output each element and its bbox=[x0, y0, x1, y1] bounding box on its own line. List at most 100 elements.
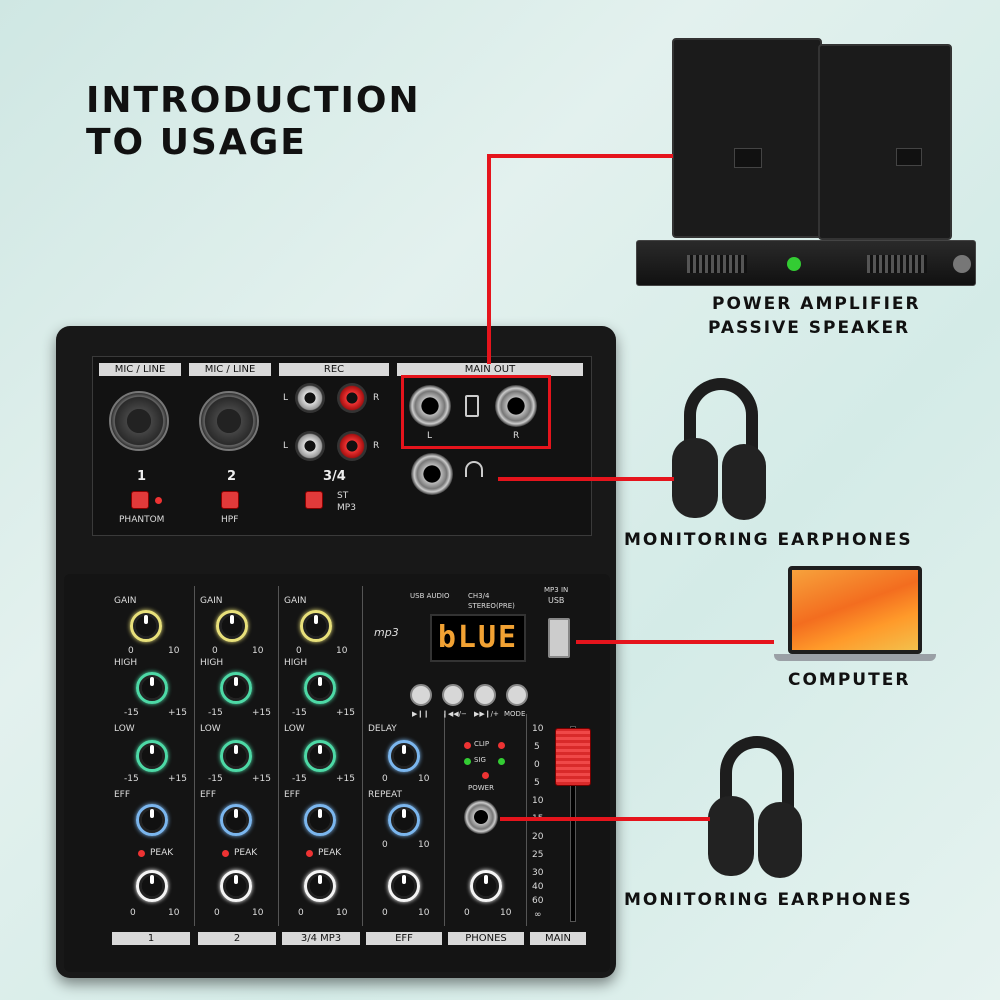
mixer-front-panel: GAIN 0 10 HIGH -15 +15 LOW -15 +15 EFF P… bbox=[64, 574, 610, 972]
delay-knob[interactable] bbox=[388, 740, 420, 772]
rca-label-r-top: R bbox=[373, 393, 380, 403]
mode-label: MODE bbox=[504, 710, 526, 718]
ch34-low-knob[interactable] bbox=[304, 740, 336, 772]
ch34-peak-label: PEAK bbox=[318, 848, 342, 858]
ch1-gain-min: 0 bbox=[128, 646, 134, 656]
phantom-button[interactable] bbox=[131, 491, 149, 509]
bottom-label-1: 1 bbox=[112, 932, 190, 945]
hpf-button[interactable] bbox=[221, 491, 239, 509]
clip-label: CLIP bbox=[474, 740, 490, 748]
ch1-volume-knob[interactable] bbox=[136, 870, 168, 902]
usb-port[interactable] bbox=[548, 618, 570, 658]
headphone-icon-small bbox=[465, 461, 483, 477]
line-main-out-top bbox=[487, 154, 673, 158]
fader-scale-10: 60 bbox=[532, 896, 544, 906]
ch2-gain-knob[interactable] bbox=[216, 610, 248, 642]
ch34-rca-right[interactable] bbox=[337, 431, 367, 461]
fader-scale-11: ∞ bbox=[534, 910, 542, 920]
eff-master-knob[interactable] bbox=[388, 870, 420, 902]
fader-scale-0: 10 bbox=[532, 724, 544, 734]
repeat-min: 0 bbox=[382, 840, 388, 850]
headphones-icon-2 bbox=[706, 732, 806, 882]
ch2-low-knob[interactable] bbox=[220, 740, 252, 772]
ch34-vol-min: 0 bbox=[298, 908, 304, 918]
led-display: bLUE bbox=[430, 614, 526, 662]
phantom-led bbox=[155, 497, 162, 504]
sig-led bbox=[464, 758, 471, 765]
ch1-eff-label: EFF bbox=[114, 790, 131, 800]
rec-rca-left[interactable] bbox=[295, 383, 325, 413]
ch1-low-min: -15 bbox=[124, 774, 139, 784]
sig-led-2 bbox=[498, 758, 505, 765]
ch2-eff-knob[interactable] bbox=[220, 804, 252, 836]
mp3-in-label: MP3 IN bbox=[544, 586, 569, 594]
xlr-input-1[interactable] bbox=[109, 391, 169, 451]
main-out-label-l: L bbox=[427, 431, 433, 441]
ch34-high-label: HIGH bbox=[284, 658, 308, 668]
power-amplifier bbox=[636, 240, 976, 286]
phones-front-jack[interactable] bbox=[464, 800, 498, 834]
ch2-vol-min: 0 bbox=[214, 908, 220, 918]
ch1-high-knob[interactable] bbox=[136, 672, 168, 704]
rec-rca-right[interactable] bbox=[337, 383, 367, 413]
clip-led bbox=[464, 742, 471, 749]
ch2-high-max: +15 bbox=[252, 708, 271, 718]
ch34-high-max: +15 bbox=[336, 708, 355, 718]
page-title: INTRODUCTION TO USAGE bbox=[86, 80, 486, 164]
ch2-gain-min: 0 bbox=[212, 646, 218, 656]
ch34-gain-knob[interactable] bbox=[300, 610, 332, 642]
ch34-volume-knob[interactable] bbox=[304, 870, 336, 902]
ch2-volume-knob[interactable] bbox=[220, 870, 252, 902]
ch1-eff-knob[interactable] bbox=[136, 804, 168, 836]
next-label: ▶▶❙/+ bbox=[474, 710, 499, 718]
xlr-input-2[interactable] bbox=[199, 391, 259, 451]
ch34-rca-left[interactable] bbox=[295, 431, 325, 461]
play-pause-label: ▶❙❙ bbox=[412, 710, 430, 718]
st-mp3-button[interactable] bbox=[305, 491, 323, 509]
rca-label-l-top: L bbox=[283, 393, 289, 403]
main-fader-handle[interactable] bbox=[555, 728, 591, 786]
prev-button[interactable] bbox=[442, 684, 464, 706]
line-main-out-up bbox=[487, 154, 491, 364]
ch2-eff-label: EFF bbox=[200, 790, 217, 800]
rca-label-l-bottom: L bbox=[283, 441, 289, 451]
phones-vol-max: 10 bbox=[500, 908, 512, 918]
ch1-low-knob[interactable] bbox=[136, 740, 168, 772]
ch34-eff-knob[interactable] bbox=[304, 804, 336, 836]
phones-volume-knob[interactable] bbox=[470, 870, 502, 902]
mixer-top-panel: MIC / LINE MIC / LINE REC MAIN OUT 1 2 P… bbox=[92, 356, 592, 536]
ch2-peak-led bbox=[222, 850, 229, 857]
power-label: POWER bbox=[468, 784, 494, 792]
eff-master-max: 10 bbox=[418, 908, 430, 918]
main-out-left-jack[interactable] bbox=[409, 385, 451, 427]
mode-button[interactable] bbox=[506, 684, 528, 706]
ch2-high-knob[interactable] bbox=[220, 672, 252, 704]
repeat-knob[interactable] bbox=[388, 804, 420, 836]
ch34-low-label: LOW bbox=[284, 724, 305, 734]
power-amp-caption-2: PASSIVE SPEAKER bbox=[708, 318, 911, 338]
main-out-right-jack[interactable] bbox=[495, 385, 537, 427]
line-usb-left bbox=[576, 640, 630, 644]
ch1-peak-led bbox=[138, 850, 145, 857]
next-button[interactable] bbox=[474, 684, 496, 706]
ch1-gain-label: GAIN bbox=[114, 596, 137, 606]
eff-master-min: 0 bbox=[382, 908, 388, 918]
play-pause-button[interactable] bbox=[410, 684, 432, 706]
ch2-gain-label: GAIN bbox=[200, 596, 223, 606]
ch34-high-knob[interactable] bbox=[304, 672, 336, 704]
ch1-vol-min: 0 bbox=[130, 908, 136, 918]
ch2-high-min: -15 bbox=[208, 708, 223, 718]
hpf-label: HPF bbox=[221, 515, 239, 525]
ch34-usb-label: CH3/4 bbox=[468, 592, 490, 600]
ch1-high-min: -15 bbox=[124, 708, 139, 718]
label-main-out: MAIN OUT bbox=[397, 363, 583, 376]
mp3-logo: mp3 bbox=[374, 626, 399, 639]
line-usb bbox=[628, 640, 774, 644]
headphone-out-jack[interactable] bbox=[411, 453, 453, 495]
ch1-gain-knob[interactable] bbox=[130, 610, 162, 642]
label-mic-line-2: MIC / LINE bbox=[189, 363, 271, 376]
headphones-icon-1 bbox=[670, 374, 770, 524]
mp3-label: MP3 bbox=[337, 503, 356, 513]
st-label: ST bbox=[337, 491, 349, 501]
ch1-low-max: +15 bbox=[168, 774, 187, 784]
